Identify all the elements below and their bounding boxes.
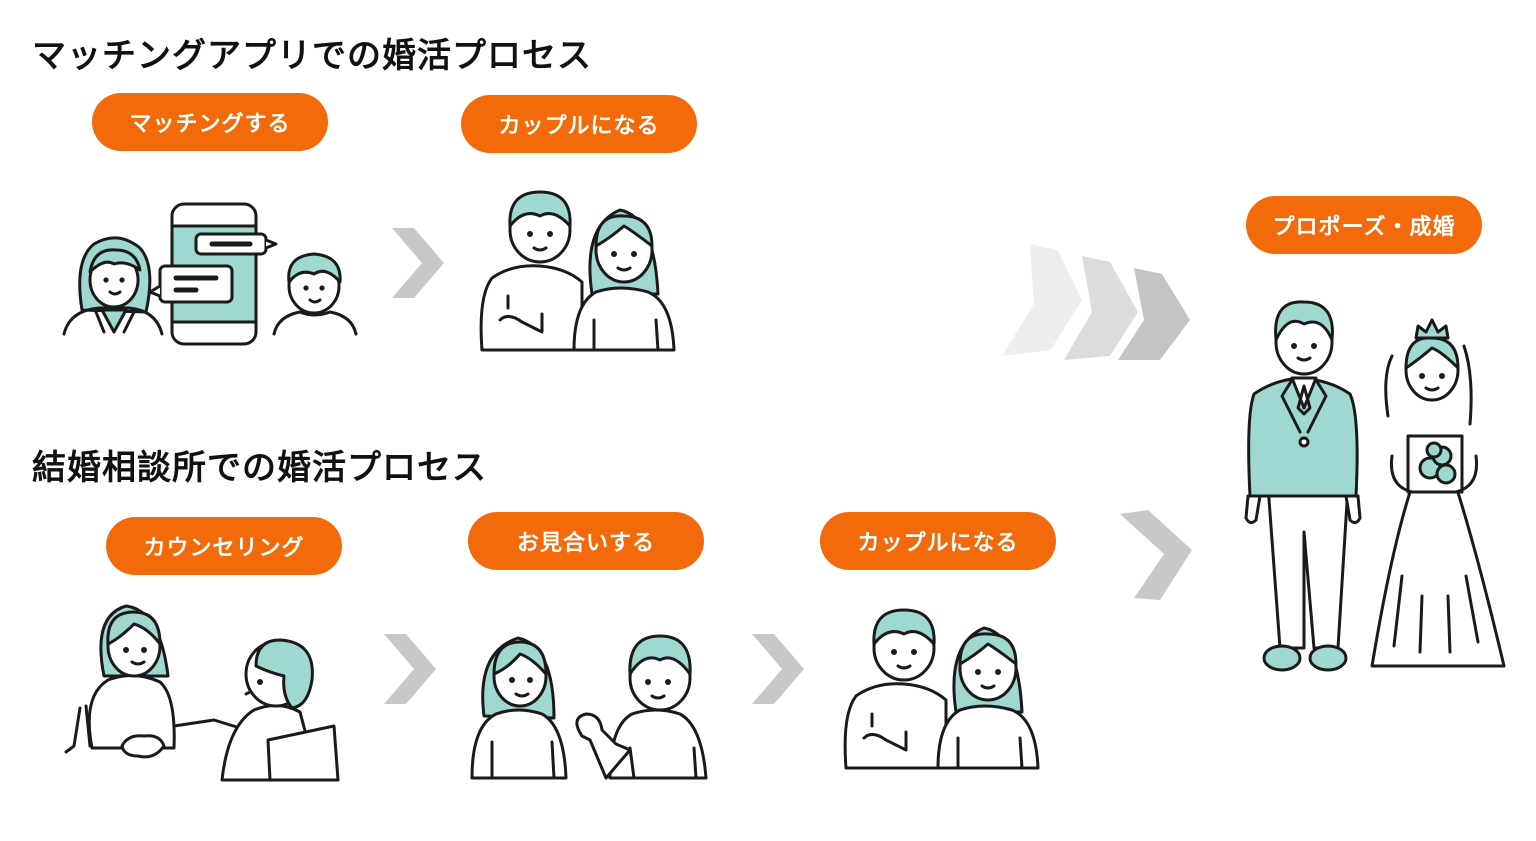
man-arms-crossed-icon bbox=[843, 608, 948, 770]
counseling-illustration bbox=[64, 596, 354, 782]
step-pill-omiai: お見合いする bbox=[468, 512, 704, 570]
bride-icon bbox=[1370, 318, 1506, 668]
chevron-right-icon bbox=[384, 634, 436, 704]
table-edge bbox=[172, 718, 242, 730]
man-arms-crossed-icon bbox=[479, 190, 584, 352]
couple-illustration-app bbox=[478, 186, 678, 356]
bouquet-icon bbox=[1418, 441, 1457, 485]
step-pill-counseling: カウンセリング bbox=[106, 517, 342, 575]
chevron-right-icon bbox=[752, 634, 804, 704]
wedding-illustration bbox=[1242, 296, 1512, 680]
woman-icon bbox=[572, 208, 676, 352]
step-pill-couple-agency: カップルになる bbox=[820, 512, 1056, 570]
man-icon bbox=[272, 252, 358, 336]
groom-icon bbox=[1244, 300, 1362, 672]
omiai-illustration bbox=[470, 622, 720, 782]
woman-icon bbox=[936, 626, 1040, 770]
step-pill-couple-app: カップルになる bbox=[461, 95, 697, 153]
counselor-woman-icon bbox=[64, 604, 176, 759]
woman-icon bbox=[62, 236, 164, 336]
step-pill-matching: マッチングする bbox=[92, 93, 328, 151]
chevron-right-icon bbox=[1120, 510, 1192, 600]
chevron-right-icon bbox=[392, 228, 444, 298]
couple-illustration-agency bbox=[842, 604, 1042, 774]
matching-illustration bbox=[60, 200, 360, 350]
agency-section-title: 結婚相談所での婚活プロセス bbox=[32, 448, 487, 488]
triple-chevron-icon bbox=[1002, 244, 1192, 360]
matching-app-section-title: マッチングアプリでの婚活プロセス bbox=[32, 36, 592, 76]
man-gesturing-icon bbox=[575, 634, 708, 780]
smartphone-icon bbox=[148, 202, 278, 346]
step-pill-proposal: プロポーズ・成婚 bbox=[1246, 196, 1482, 254]
client-man-icon bbox=[220, 638, 340, 782]
woman-icon bbox=[470, 636, 568, 780]
